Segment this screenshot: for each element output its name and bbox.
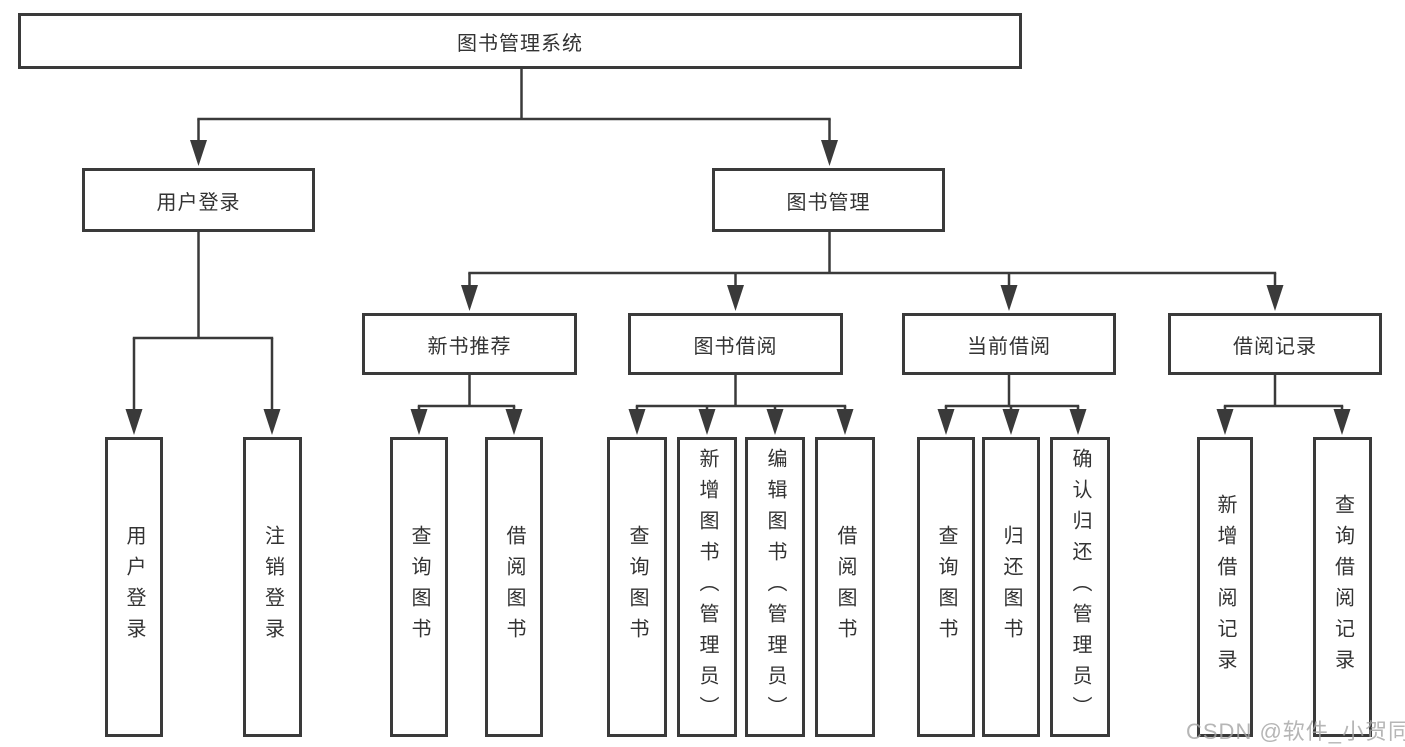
leaf-bb-query-books-label: 查询图书 — [626, 525, 648, 649]
arrowhead-new-book — [461, 285, 478, 311]
leaf-cb-return-books: 归还图书 — [982, 437, 1040, 737]
connector-new-book-branch — [410, 375, 523, 435]
arrowhead-book-management — [821, 140, 838, 166]
leaf-bb-add-books-admin: 新增图书（管理员） — [677, 437, 737, 737]
arrowhead-leaf-logout — [263, 409, 281, 435]
leaf-logout-label: 注销登录 — [261, 525, 284, 649]
leaf-nb-borrow-books: 借阅图书 — [485, 437, 543, 737]
connector-current-borrowing-branch — [937, 375, 1087, 435]
watermark: CSDN @软件_小贺同学 — [1186, 719, 1405, 744]
arrowhead-current-borrowing — [1000, 285, 1018, 311]
arrowhead-book-borrowing — [727, 285, 744, 311]
leaf-cb-confirm-return-admin: 确认归还（管理员） — [1050, 437, 1110, 737]
leaf-bb-query-books: 查询图书 — [607, 437, 667, 737]
node-new-book-recommend: 新书推荐 — [362, 313, 577, 375]
node-current-borrowing: 当前借阅 — [902, 313, 1116, 375]
leaf-nb-borrow-books-label: 借阅图书 — [503, 525, 525, 649]
node-book-borrowing: 图书借阅 — [628, 313, 843, 375]
node-borrowing-records: 借阅记录 — [1168, 313, 1382, 375]
leaf-cb-query-books-label: 查询图书 — [935, 525, 957, 649]
connector-user-login-branch — [125, 232, 281, 435]
leaf-nb-query-books-label: 查询图书 — [408, 525, 430, 649]
arrowhead-user-login — [190, 140, 207, 166]
connector-root-to-level2 — [190, 69, 838, 166]
arrowhead-borrowing-records — [1266, 285, 1284, 311]
leaf-bb-add-books-admin-label: 新增图书（管理员） — [696, 447, 718, 727]
node-book-management: 图书管理 — [712, 168, 945, 232]
leaf-bb-edit-books-admin: 编辑图书（管理员） — [745, 437, 805, 737]
leaf-bb-edit-books-admin-label: 编辑图书（管理员） — [764, 447, 786, 727]
leaf-br-add-record: 新增借阅记录 — [1197, 437, 1253, 737]
leaf-bb-borrow-books: 借阅图书 — [815, 437, 875, 737]
node-user-login: 用户登录 — [82, 168, 315, 232]
leaf-logout: 注销登录 — [243, 437, 302, 737]
leaf-nb-query-books: 查询图书 — [390, 437, 448, 737]
leaf-bb-borrow-books-label: 借阅图书 — [834, 525, 856, 649]
arrowhead-leaf-user-login — [125, 409, 143, 435]
leaf-cb-confirm-return-admin-label: 确认归还（管理员） — [1069, 447, 1091, 727]
leaf-br-query-record: 查询借阅记录 — [1313, 437, 1372, 737]
leaf-cb-query-books: 查询图书 — [917, 437, 975, 737]
leaf-user-login-label: 用户登录 — [123, 525, 145, 649]
connector-borrowing-records-branch — [1216, 375, 1351, 435]
leaf-cb-return-books-label: 归还图书 — [1000, 525, 1022, 649]
leaf-user-login: 用户登录 — [105, 437, 163, 737]
leaf-br-query-record-label: 查询借阅记录 — [1331, 494, 1354, 680]
leaf-br-add-record-label: 新增借阅记录 — [1214, 494, 1236, 680]
connector-book-management-branch — [461, 232, 1284, 311]
connector-book-borrowing-branch — [628, 375, 854, 435]
node-root: 图书管理系统 — [18, 13, 1022, 69]
